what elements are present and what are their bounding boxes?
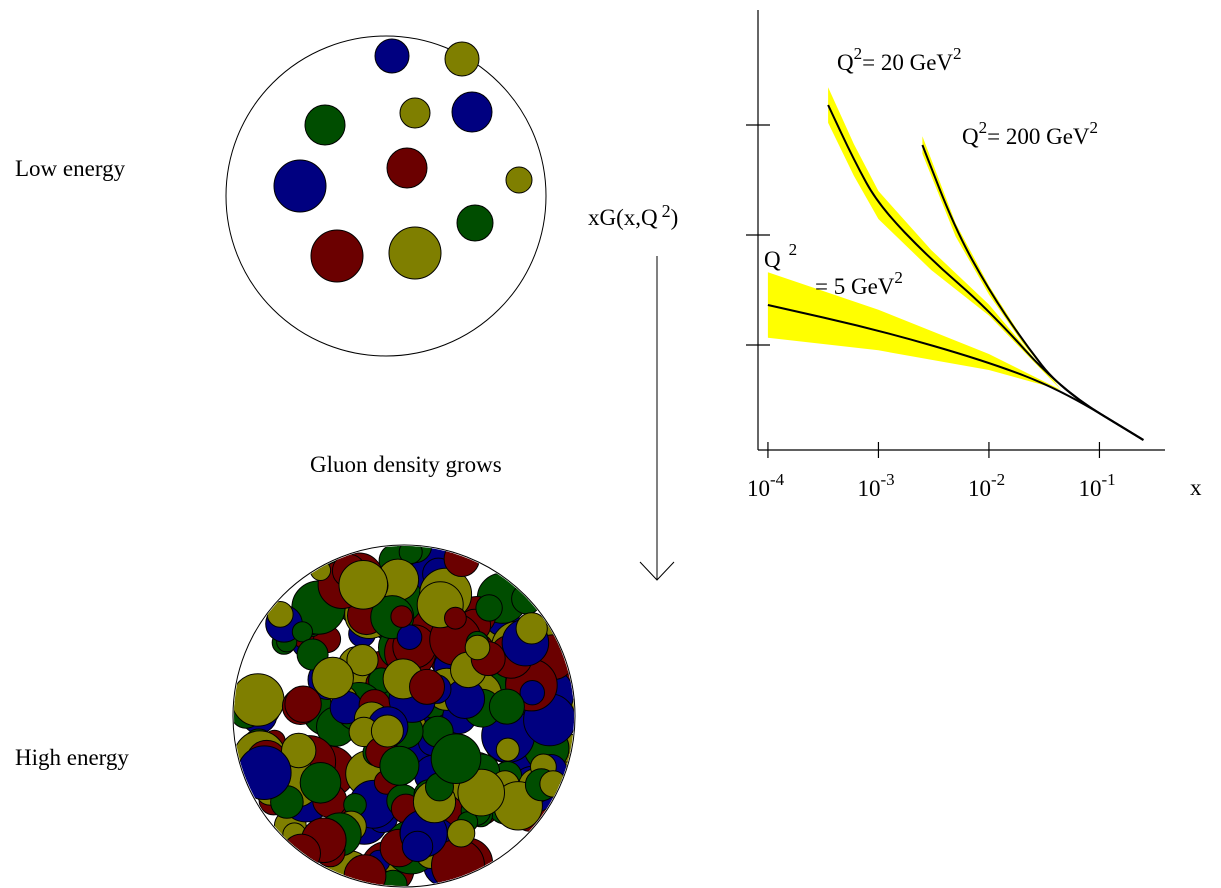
- gluon-dot: [284, 685, 322, 723]
- uncertainty-band: [767, 272, 1062, 390]
- x-axis-label: x: [1190, 475, 1202, 500]
- gluon-density-label: Gluon density grows: [310, 452, 502, 477]
- x-tick-label: 10-1: [1078, 470, 1115, 501]
- gluon-dot: [443, 546, 480, 578]
- curves: [767, 104, 1144, 441]
- high-energy-proton: [232, 544, 576, 888]
- x-tick-label: 10-4: [747, 470, 785, 501]
- curve-line: [827, 104, 1144, 441]
- gluon-dot: [457, 768, 506, 817]
- gluon-dot: [396, 624, 423, 651]
- gluon-dot: [379, 745, 420, 786]
- x-tick-label: 10-2: [968, 470, 1005, 501]
- curve-label-5-value: = 5 GeV2: [815, 268, 903, 299]
- gluon-dot: [299, 762, 342, 804]
- x-ticks: 10-4 10-3 10-2 10-1: [747, 442, 1116, 501]
- gluon-dot: [519, 680, 545, 706]
- gluon-dot: [495, 737, 520, 762]
- gluon-dot: [281, 732, 317, 769]
- gluon-dot: [488, 688, 525, 725]
- blue-gluon: [451, 91, 493, 133]
- gluon-distribution-chart: 10-4 10-3 10-2 10-1 x Q2= 20 GeV2 Q2= 200 G…: [746, 10, 1202, 501]
- gluon-dot: [236, 745, 292, 801]
- low-energy-proton: [225, 35, 547, 357]
- energy-arrow: [639, 256, 675, 581]
- blue-gluon: [273, 159, 327, 213]
- curve-label-20: Q2= 20 GeV2: [837, 44, 962, 75]
- x-tick-label: 10-3: [857, 470, 894, 501]
- gluon-dot: [311, 656, 354, 700]
- gluon-dot: [266, 601, 294, 628]
- energy-arrow-head: [639, 561, 675, 581]
- low-energy-label: Low energy: [15, 156, 126, 181]
- high-energy-gluons: [234, 546, 574, 886]
- gluon-dot: [401, 830, 434, 863]
- gluon-dot: [430, 733, 482, 785]
- gluon-dot: [446, 819, 476, 848]
- curve-line: [921, 144, 1144, 441]
- green-gluon: [456, 204, 494, 242]
- gluon-dot: [291, 621, 313, 643]
- gluon-dot: [444, 606, 467, 630]
- red-gluon: [310, 229, 364, 283]
- high-energy-label: High energy: [15, 745, 129, 770]
- uncertainty-bands: [767, 87, 1062, 390]
- gluon-dot: [390, 605, 414, 628]
- gluon-dot: [475, 594, 503, 622]
- gluon-dot: [409, 668, 445, 705]
- green-gluon: [304, 104, 346, 146]
- olive-gluon: [399, 97, 431, 129]
- curve-line: [767, 304, 1144, 441]
- gluon-dot: [370, 714, 404, 748]
- olive-gluon: [388, 226, 442, 280]
- red-gluon: [386, 147, 428, 189]
- olive-gluon: [444, 41, 480, 77]
- gluon-dot: [464, 634, 491, 661]
- curve-label-200: Q2= 200 GeV2: [962, 118, 1098, 149]
- gluon-dot: [234, 673, 285, 727]
- olive-gluon: [505, 166, 533, 194]
- blue-gluon: [374, 38, 410, 74]
- gluon-dot: [515, 612, 548, 645]
- low-energy-gluons: [273, 38, 533, 283]
- gluon-dot: [338, 560, 389, 610]
- gluon-dot: [539, 770, 567, 798]
- low-energy-proton-outline: [225, 35, 547, 357]
- gluon-dot: [346, 644, 379, 677]
